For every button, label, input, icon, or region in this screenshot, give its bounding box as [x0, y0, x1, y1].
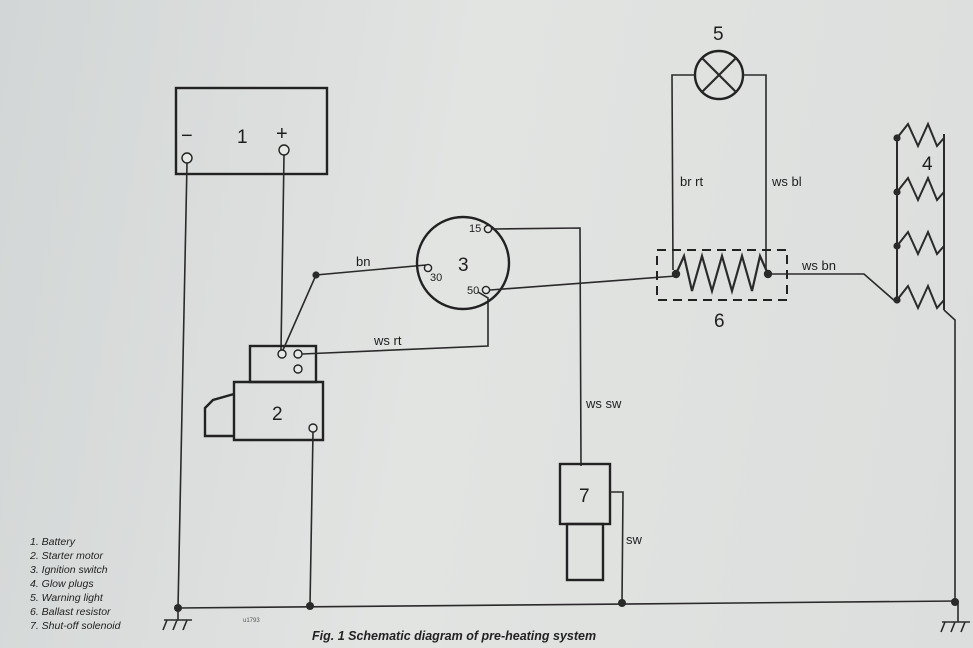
battery-number: 1 — [237, 127, 248, 148]
battery-minus-terminal — [181, 152, 193, 164]
ignition-terminal-50 — [481, 285, 491, 295]
wire-ws-sw-label: ws sw — [585, 396, 622, 411]
starter-number: 2 — [272, 404, 283, 425]
legend-item-6: 6. Ballast resistor — [30, 606, 111, 618]
starter-terminal-30 — [277, 349, 287, 359]
ignition-terminal-15-label: 15 — [469, 223, 481, 235]
legend-item-1: 1. Battery — [30, 536, 76, 548]
wire-starter-ground — [309, 431, 314, 607]
glow-plug-3 — [896, 229, 945, 257]
ignition-switch-body — [415, 215, 511, 311]
ignition-number: 3 — [458, 255, 469, 276]
figure-caption: Fig. 1 Schematic diagram of pre-heating … — [312, 629, 596, 643]
ground-bus — [177, 600, 959, 609]
wire-ws-rt-label: ws rt — [373, 333, 402, 348]
starter-nose — [203, 392, 235, 438]
wire-ws-bn-label: ws bn — [801, 258, 836, 273]
ignition-terminal-30-label: 30 — [430, 272, 442, 284]
battery-minus-label: − — [181, 125, 193, 147]
legend-item-3: 3. Ignition switch — [30, 564, 108, 576]
solenoid-number: 7 — [579, 486, 590, 507]
ballast-number: 6 — [714, 311, 725, 332]
ignition-terminal-30 — [423, 263, 433, 273]
wire-ws-rt — [301, 291, 489, 355]
glow-plug-4 — [896, 283, 945, 311]
ballast-resistor: 6 — [656, 249, 788, 332]
battery-plus-terminal — [278, 144, 290, 156]
ignition-switch: 3 15 30 50 — [415, 215, 511, 311]
wire-sw-label: sw — [626, 532, 643, 547]
wire-50-to-ballast — [489, 275, 677, 291]
wire-ws-sw — [491, 227, 582, 467]
starter-terminal-aux — [293, 364, 303, 374]
ignition-terminal-50-label: 50 — [467, 285, 479, 297]
wire-glow-plugs-ground — [943, 309, 956, 602]
legend-item-7: 7. Shut-off solenoid — [30, 620, 122, 632]
legend: 1. Battery 2. Starter motor 3. Ignition … — [29, 536, 122, 632]
ballast-terminal-left — [671, 269, 681, 279]
reference-code: u1793 — [243, 618, 260, 624]
battery-plus-label: + — [276, 123, 288, 145]
wire-battery-positive — [280, 154, 285, 351]
junction-bn — [312, 271, 320, 279]
glow-plug-1 — [896, 121, 945, 149]
shut-off-solenoid: 7 — [558, 462, 612, 582]
legend-item-2: 2. Starter motor — [29, 550, 103, 562]
ballast-terminal-right — [763, 269, 773, 279]
legend-item-4: 4. Glow plugs — [30, 578, 94, 590]
starter-terminal-50 — [293, 349, 303, 359]
battery-box — [174, 86, 329, 176]
starter-motor: 2 — [203, 344, 325, 442]
wire-br-rt-label: br rt — [680, 174, 704, 189]
wire-battery-ground — [177, 162, 188, 609]
wire-ws-bn — [772, 273, 897, 303]
wire-br-rt — [671, 74, 695, 271]
wire-ws-bl-label: ws bl — [771, 174, 802, 189]
wire-bn — [282, 264, 427, 351]
starter-ground-terminal — [308, 423, 318, 433]
solenoid-plunger — [565, 522, 605, 582]
wire-ws-bl — [743, 74, 767, 270]
glow-plugs: 4 — [893, 121, 945, 311]
starter-body — [232, 380, 325, 442]
wire-bn-label: bn — [356, 254, 370, 269]
ignition-terminal-15 — [483, 224, 493, 234]
legend-item-5: 5. Warning light — [30, 592, 104, 604]
warning-light: 5 — [693, 24, 745, 101]
ballast-zigzag — [674, 251, 770, 296]
wire-sw — [610, 491, 624, 604]
glow-plug-2 — [896, 175, 945, 203]
battery: 1 − + — [174, 86, 329, 176]
warning-light-number: 5 — [713, 24, 724, 45]
ballast-dashed-box — [656, 249, 788, 301]
glow-plugs-number: 4 — [922, 154, 933, 175]
